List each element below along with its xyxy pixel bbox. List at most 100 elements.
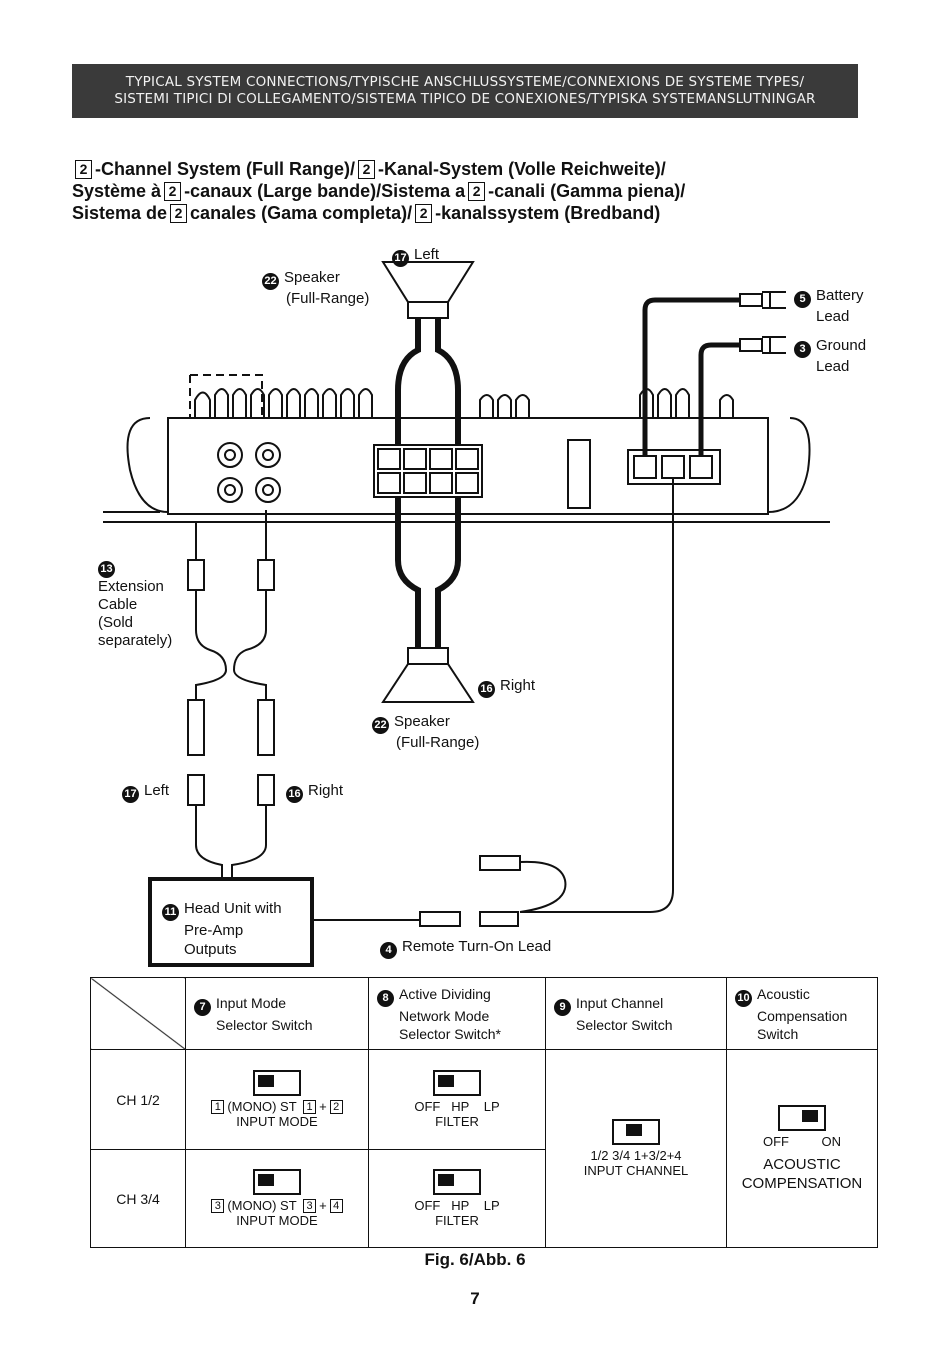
header-text: Input Mode — [216, 994, 287, 1011]
input-channel-cell: 1/2 3/4 1+3/2+4 INPUT CHANNEL — [545, 1049, 727, 1248]
filter-switch-ch12 — [433, 1070, 481, 1096]
label-text: Cable — [98, 596, 138, 613]
header-text: Active Dividing — [399, 985, 491, 1002]
option-box: 1 — [211, 1100, 225, 1114]
filter-ch34: OFF HP LP FILTER — [368, 1149, 546, 1248]
option-text: OFF — [762, 1133, 789, 1149]
channel-count-box: 2 — [170, 204, 188, 223]
input-mode-ch34: 3(MONO) ST 3+4 INPUT MODE — [185, 1149, 369, 1248]
switch-options: OFF HP LP — [370, 1198, 544, 1213]
header-text: Input Channel — [576, 994, 664, 1011]
filter-ch12: OFF HP LP FILTER — [368, 1049, 546, 1150]
input-channel-switch — [612, 1119, 660, 1145]
option-text: LP — [483, 1198, 500, 1213]
callout-number: 3 — [794, 341, 811, 358]
row-label-ch12: CH 1/2 — [90, 1049, 186, 1150]
header-text: Compensation — [757, 1007, 848, 1024]
option-box: 4 — [329, 1199, 343, 1213]
input-mode-ch12: 1(MONO) ST 1+2 INPUT MODE — [185, 1049, 369, 1150]
callout-number: 22 — [372, 717, 389, 734]
switch-caption: ACOUSTIC — [763, 1155, 841, 1173]
heading-text: -canaux (Large bande)/Sistema a — [184, 181, 466, 201]
header-text: Selector Switch* — [399, 1025, 501, 1042]
switch-caption: INPUT MODE — [236, 1213, 318, 1228]
label-text: Head Unit with — [184, 900, 282, 917]
label-sub: Lead — [816, 358, 850, 375]
label-text: Remote Turn-On Lead — [402, 938, 552, 955]
spade-connectors — [739, 291, 786, 354]
label-text: separately) — [98, 632, 173, 649]
switch-options: OFF ON — [728, 1134, 876, 1149]
callout-number: 13 — [98, 561, 115, 578]
label-text: Speaker — [394, 713, 450, 730]
section-banner: TYPICAL SYSTEM CONNECTIONS/TYPISCHE ANSC… — [72, 64, 858, 118]
banner-line-1: TYPICAL SYSTEM CONNECTIONS/TYPISCHE ANSC… — [125, 74, 805, 90]
label-text: Outputs — [184, 941, 237, 958]
switch-caption: INPUT MODE — [236, 1114, 318, 1129]
label-text: Left — [144, 782, 170, 799]
table-corner — [90, 977, 186, 1050]
label-text: Ground — [816, 337, 867, 354]
option-text: (MONO) ST — [227, 1198, 297, 1213]
callout-number: 4 — [380, 942, 397, 959]
callout-number: 16 — [286, 786, 303, 803]
option-box: 1 — [303, 1100, 317, 1114]
heading-text: -kanalssystem (Bredband) — [435, 203, 661, 223]
label-sub: (Full-Range) — [286, 290, 370, 307]
acoustic-switch — [778, 1104, 826, 1131]
switch-options: 1(MONO) ST 1+2 — [187, 1099, 367, 1114]
label-remote-lead: 4 Remote Turn-On Lead — [380, 938, 551, 959]
rca-cables — [187, 374, 275, 877]
label-text: (Sold — [98, 614, 134, 631]
rca-input-jacks — [217, 442, 281, 503]
option-text: ON — [821, 1133, 842, 1149]
heading-text: -Kanal-System (Volle Reichweite)/ — [378, 159, 666, 179]
header-text: Network Mode — [399, 1007, 490, 1024]
banner-line-2: SISTEMI TIPICI DI COLLEGAMENTO/SISTEMA T… — [114, 91, 816, 107]
option-text: HP — [451, 1198, 470, 1213]
switch-caption: FILTER — [435, 1213, 479, 1228]
switch-caption: COMPENSATION — [741, 1174, 863, 1192]
callout-number: 10 — [735, 989, 752, 1007]
channel-count-box: 2 — [358, 160, 376, 179]
label-text: Battery — [816, 287, 864, 304]
callout-number: 5 — [794, 291, 811, 308]
heading-text: -canali (Gamma piena)/ — [488, 181, 686, 201]
input-mode-switch-ch12 — [253, 1070, 301, 1096]
callout-number: 17 — [122, 786, 139, 803]
callout-number: 17 — [392, 250, 409, 267]
speaker-terminals — [373, 444, 483, 498]
label-text: Speaker — [284, 269, 340, 286]
heading-text: Système à — [72, 181, 162, 201]
label-text: Right — [500, 677, 536, 694]
option-text: HP — [451, 1099, 470, 1114]
header-text: Selector Switch — [216, 1016, 313, 1033]
power-leads — [642, 297, 740, 456]
option-box: 3 — [211, 1199, 225, 1213]
header-text: Switch — [757, 1025, 799, 1042]
option-box: 2 — [329, 1100, 343, 1114]
switch-caption: INPUT CHANNEL — [583, 1163, 689, 1178]
channel-count-box: 2 — [75, 160, 92, 179]
callout-number: 7 — [194, 998, 211, 1016]
heading-text: -Channel System (Full Range)/ — [95, 159, 356, 179]
channel-count-box: 2 — [468, 182, 486, 201]
speaker-left — [381, 261, 475, 319]
header-text: Acoustic — [757, 985, 810, 1002]
speaker-right — [381, 647, 475, 703]
switch-options: OFF HP LP — [370, 1099, 544, 1114]
label-text: Pre-Amp — [184, 922, 244, 939]
